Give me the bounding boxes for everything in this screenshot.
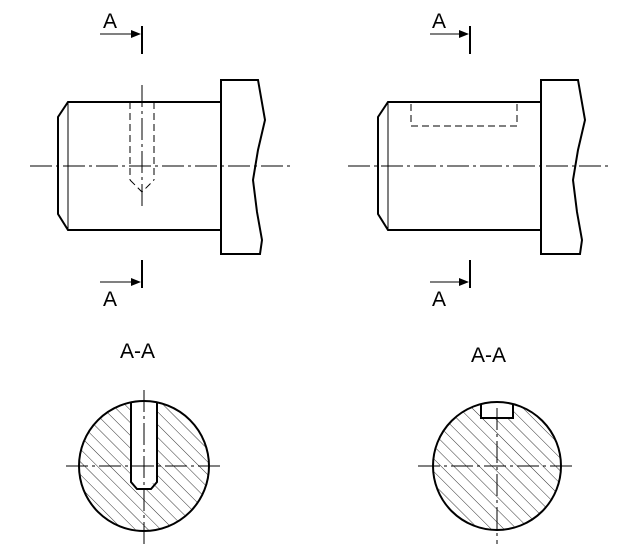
section2-title: A-A [471, 344, 506, 367]
cutting-plane-view1: A A [100, 10, 143, 311]
view1-shaft-with-hole [30, 79, 290, 255]
section1-hole: A-A [66, 340, 222, 544]
section1-title: A-A [120, 340, 155, 363]
cutting-plane-label-bottom-left: A [103, 288, 117, 311]
cutting-plane-label-bottom-right: A [432, 288, 446, 311]
cutting-plane-label-top-left: A [103, 10, 117, 33]
view2-shaft-with-keyway [348, 79, 608, 255]
section2-keyway: A-A [418, 344, 574, 544]
cutting-plane-view2: A A [430, 10, 471, 311]
cutting-plane-label-top-right: A [432, 10, 446, 33]
